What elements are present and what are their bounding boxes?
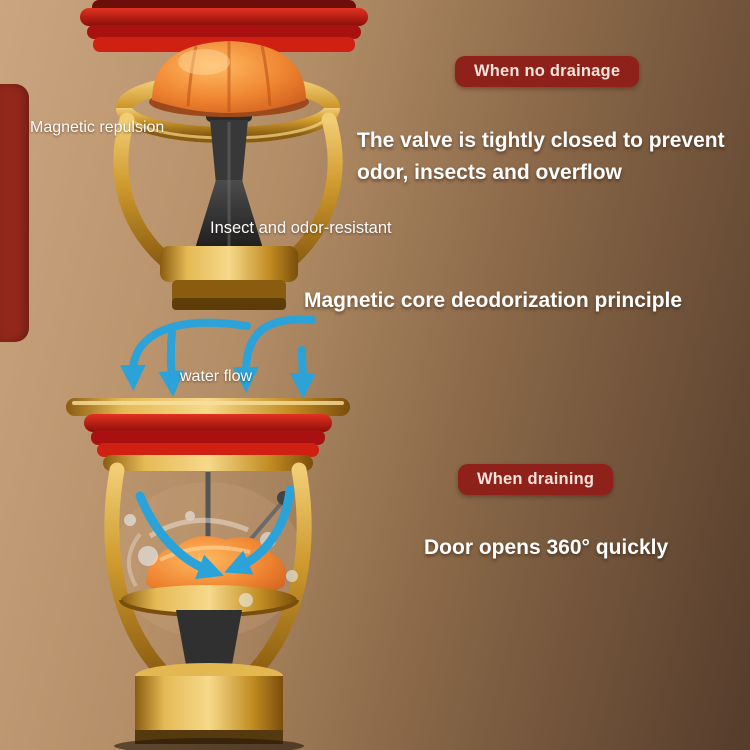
water-flow-arrows — [119, 315, 316, 399]
no-drainage-badge: When no drainage — [455, 56, 640, 87]
draining-description: Door opens 360° quickly — [424, 536, 669, 559]
core-tray — [121, 585, 297, 615]
gold-collar — [103, 455, 313, 471]
no-drainage-description-line2: odor, insects and overflow — [357, 161, 622, 184]
insect-resistant-label: Insect and odor-resistant — [210, 219, 392, 237]
open-valve-illustration — [66, 398, 350, 750]
drain-funnel — [176, 610, 242, 676]
splash-arrow-right — [224, 485, 295, 575]
gold-cage-legs-bottom — [104, 462, 312, 684]
flow-arrow-vertical-right — [289, 346, 316, 399]
splash-flow-arrows — [135, 485, 295, 580]
principle-title: Magnetic core deodorization principle — [304, 289, 683, 312]
flow-arrow-vertical-mid — [158, 328, 185, 397]
red-flange-rings-top — [80, 0, 368, 52]
no-drainage-description-line1: The valve is tightly closed to prevent — [357, 129, 725, 152]
flow-arrow-curved-left — [119, 318, 251, 391]
gold-cage-legs-top — [113, 112, 343, 272]
left-accent-shape — [0, 84, 29, 342]
red-flange-rings-bottom — [84, 414, 332, 457]
water-flow-label: water flow — [180, 368, 253, 385]
valve-base — [160, 246, 298, 310]
draining-badge: When draining — [458, 464, 614, 495]
closed-valve-illustration — [80, 0, 368, 310]
magnetic-core-dome — [149, 41, 309, 117]
flow-arrow-curved-right — [232, 315, 316, 393]
top-plate — [66, 398, 350, 416]
valve-shaft — [194, 120, 264, 252]
magnetic-repulsion-label: Magnetic repulsion — [30, 119, 165, 136]
drain-cylinder — [114, 663, 304, 750]
splash-arrow-left — [135, 491, 224, 580]
